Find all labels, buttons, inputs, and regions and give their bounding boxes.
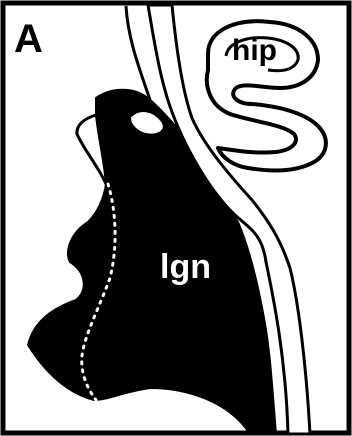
lgn-label: lgn [160, 248, 211, 286]
hip-label: hip [232, 34, 277, 67]
panel-letter: A [14, 17, 43, 61]
